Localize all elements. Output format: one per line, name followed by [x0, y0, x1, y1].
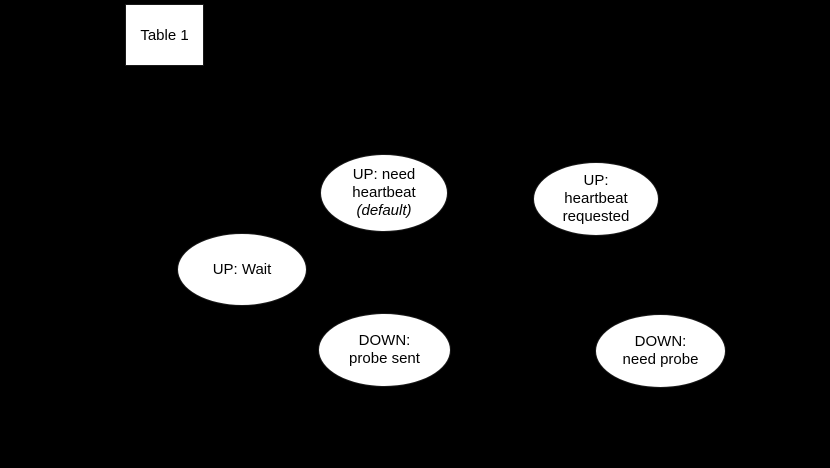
- state-label-line: heartbeat: [564, 190, 628, 207]
- state-node-up-wait: UP: Wait: [177, 233, 307, 306]
- state-node-up-heartbeat-requested: UP: heartbeat requested: [533, 162, 659, 236]
- state-node-down-probe-sent: DOWN: probe sent: [318, 313, 451, 387]
- state-label-line: heartbeat: [352, 184, 416, 201]
- state-label-line: probe sent: [349, 350, 420, 367]
- table1-label: Table 1: [140, 26, 189, 44]
- state-label-line: requested: [562, 208, 630, 225]
- state-label-line-default: (default): [356, 202, 412, 219]
- state-label-line: UP: Wait: [212, 260, 272, 278]
- state-label-line: DOWN:: [634, 333, 687, 350]
- state-node-up-need-heartbeat: UP: need heartbeat (default): [320, 154, 448, 232]
- state-label-line: UP:: [583, 172, 609, 189]
- state-label-line: DOWN:: [358, 332, 411, 349]
- state-label-line: need probe: [622, 351, 699, 368]
- table1-box: Table 1: [125, 4, 204, 66]
- state-node-down-need-probe: DOWN: need probe: [595, 314, 726, 388]
- state-label-line: UP: need: [352, 166, 416, 183]
